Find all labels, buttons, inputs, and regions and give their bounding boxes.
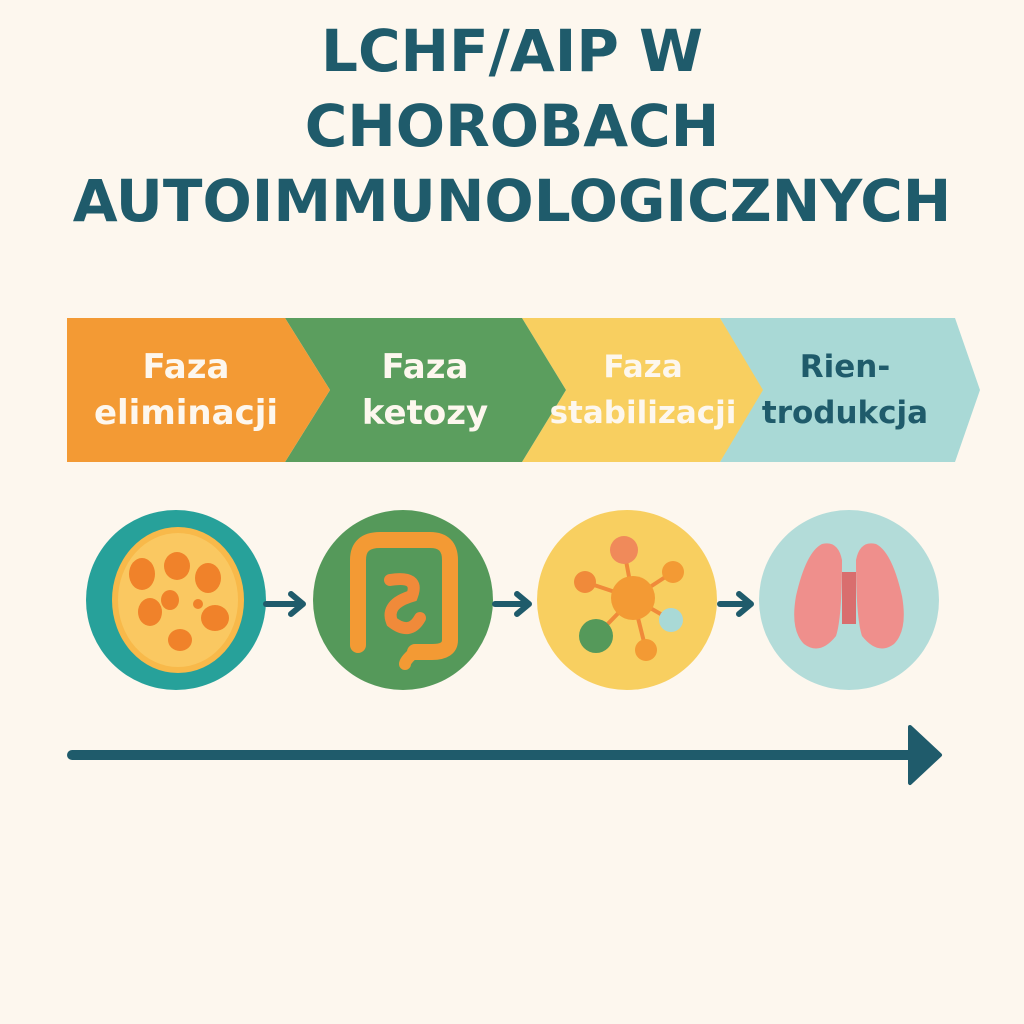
title-line-2: CHOROBACH [304, 92, 720, 160]
phase-3-line-2: stabilizacji [549, 395, 737, 431]
phase-chevron-2 [285, 318, 566, 462]
thyroid-icon [794, 543, 904, 649]
flow-arrow-1 [263, 591, 306, 617]
phase-circle-1 [86, 510, 266, 690]
phase-label-3: Faza stabilizacji [528, 344, 758, 436]
phase-2-line-2: ketozy [361, 393, 489, 433]
flow-arrow-3 [717, 591, 754, 617]
phase-4-line-2: trodukcja [761, 395, 929, 431]
title-line-3: AUTOIMMUNOLOGICZNYCH [72, 167, 952, 235]
phase-circle-2 [313, 510, 493, 690]
phase-label-1: Faza eliminacji [71, 344, 301, 436]
phase-circle-4 [759, 510, 939, 690]
intestine-icon [350, 532, 458, 670]
phase-label-2: Faza ketozy [310, 344, 540, 436]
phase-chevron-3 [522, 318, 763, 462]
phase-circle-3 [537, 510, 717, 690]
phase-4-line-1: Rien- [799, 349, 891, 385]
phase-chevron-1 [67, 318, 330, 462]
flow-arrow-2 [492, 591, 532, 617]
kidney-section-icon [112, 527, 244, 673]
timeline-arrow [67, 725, 942, 785]
phase-2-line-1: Faza [381, 347, 469, 387]
phase-1-line-1: Faza [142, 347, 230, 387]
phase-chevron-4 [720, 318, 980, 462]
title-line-1: LCHF/AIP W [320, 17, 703, 85]
page-title: LCHF/AIP W CHOROBACH AUTOIMMUNOLOGICZNYC… [0, 14, 1024, 239]
phase-1-line-2: eliminacji [93, 393, 279, 433]
molecule-network-icon [574, 536, 684, 661]
phase-label-4: Rien- trodukcja [740, 344, 950, 436]
phase-3-line-1: Faza [603, 349, 683, 385]
